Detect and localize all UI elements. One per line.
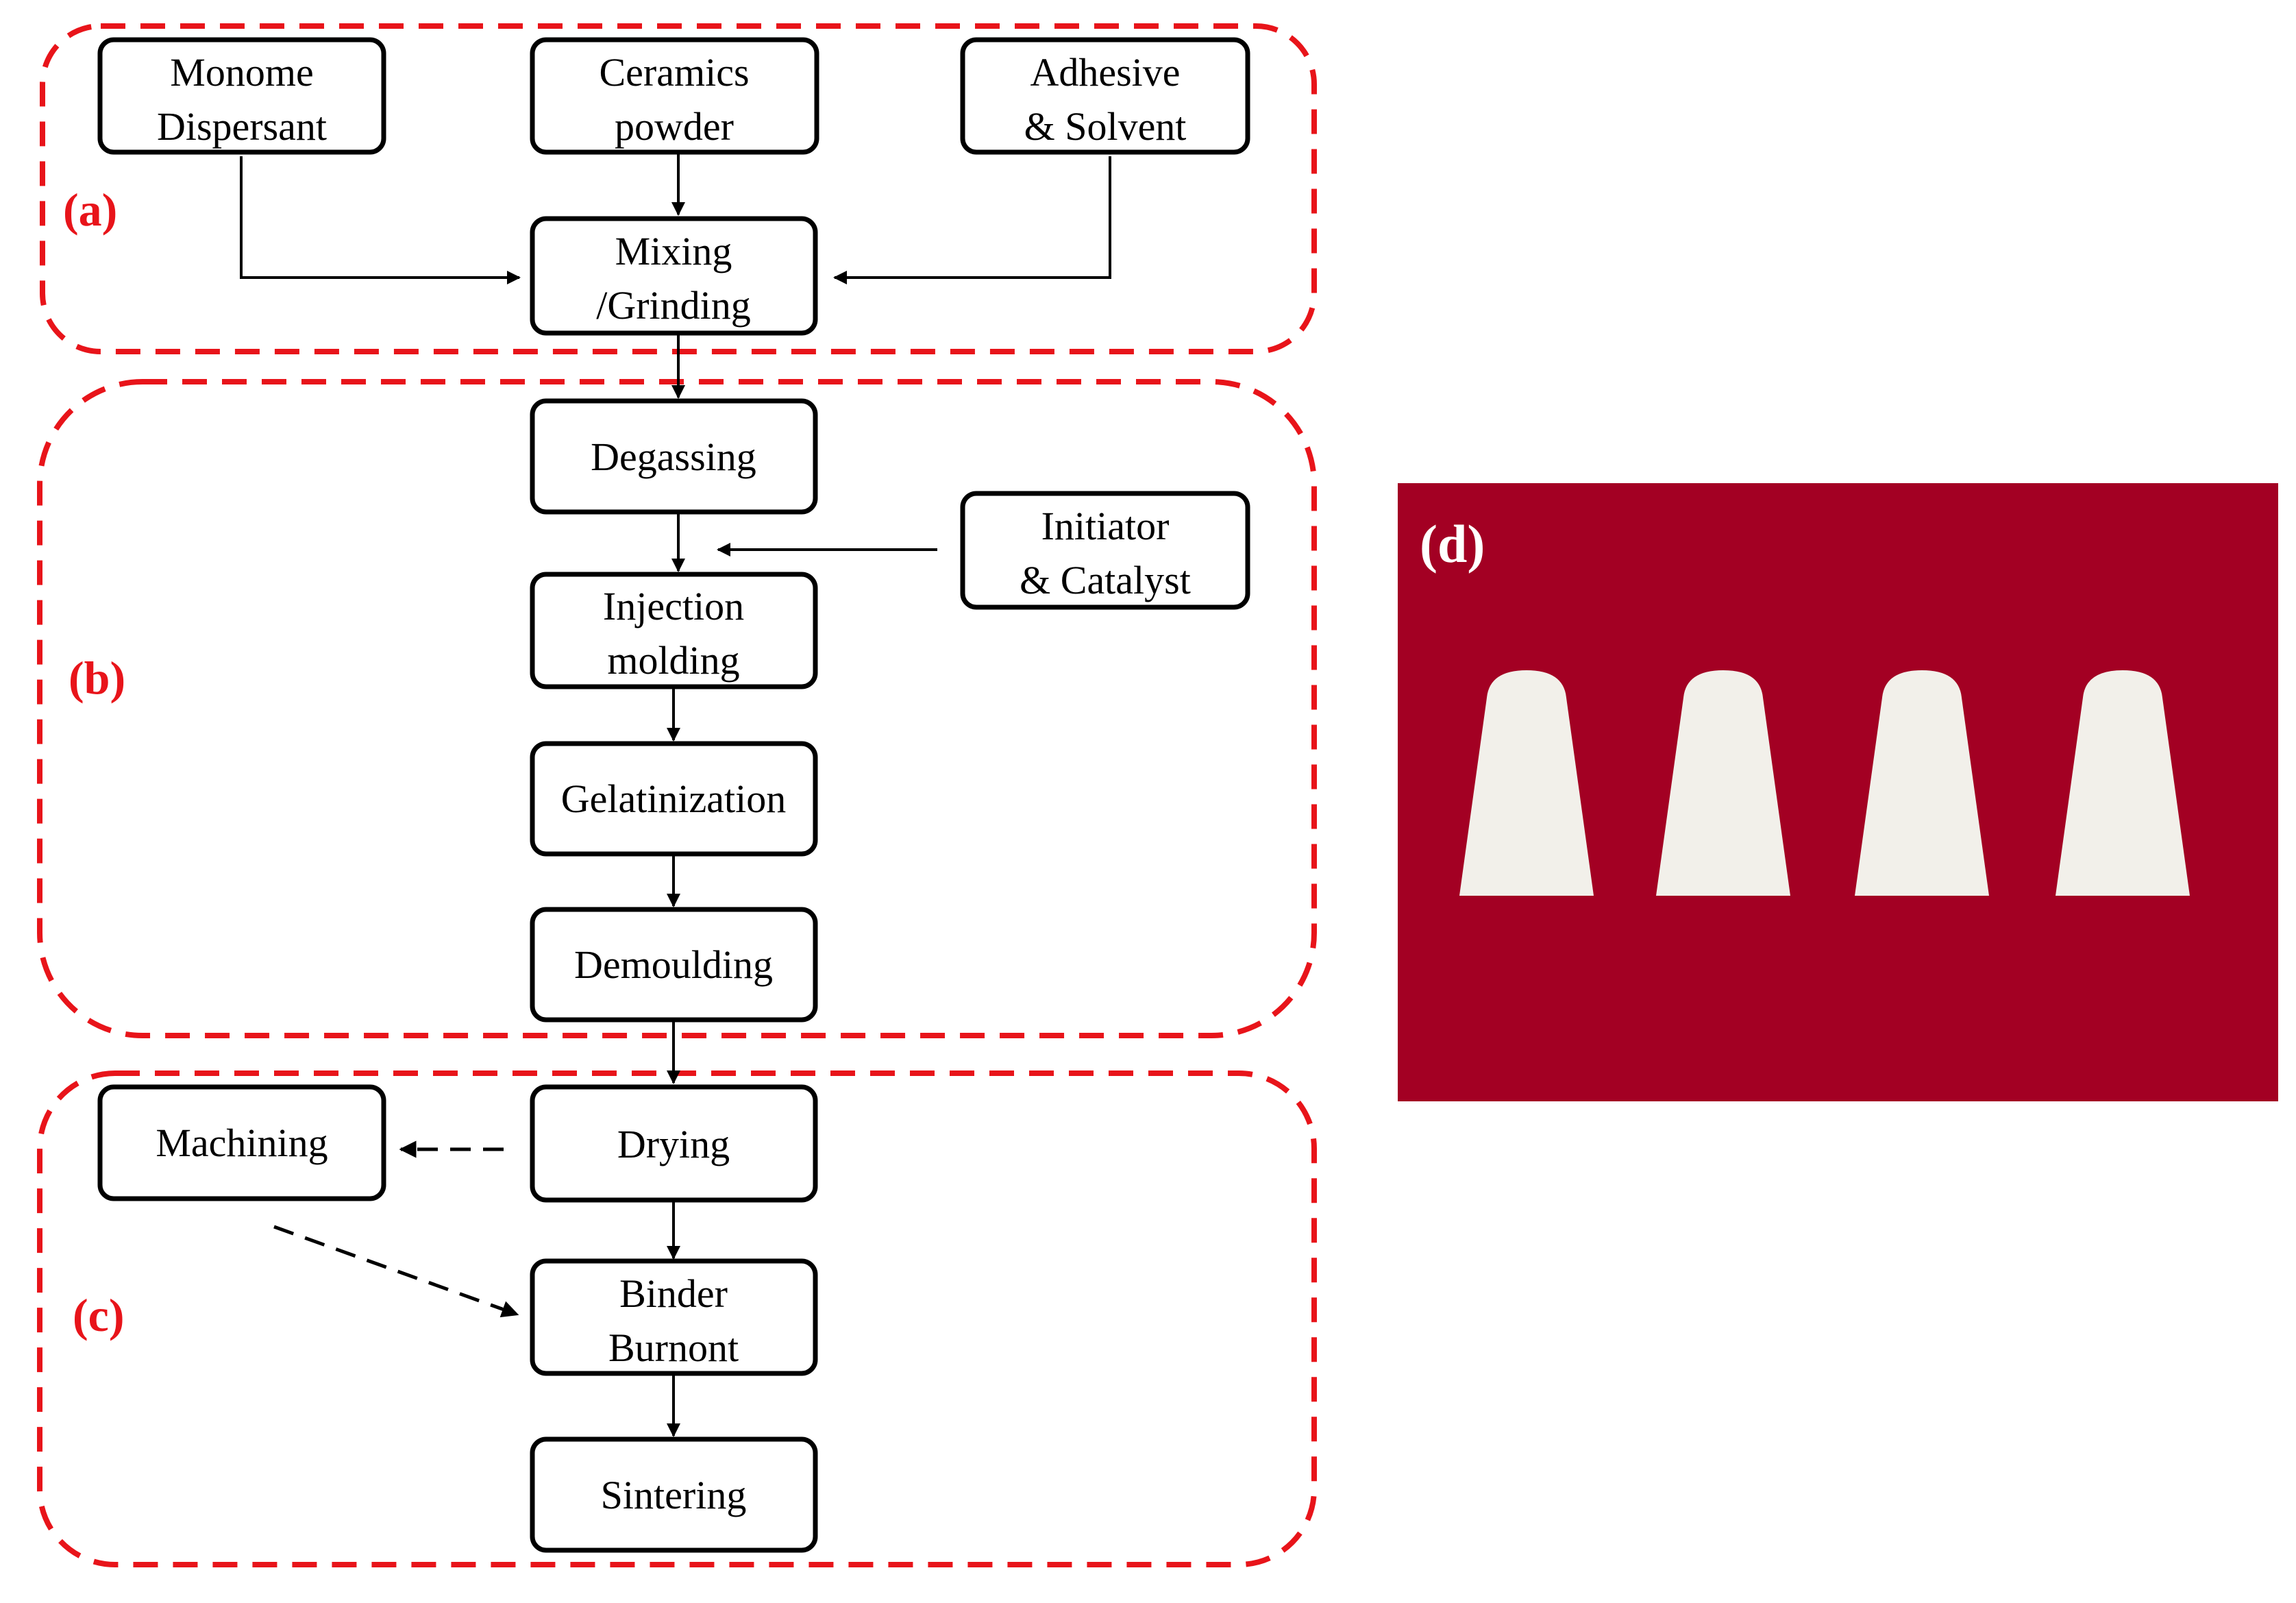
node-sintering: Sintering — [530, 1436, 818, 1553]
svg-text:Adhesive: Adhesive — [1030, 50, 1180, 95]
section-label-a: (a) — [63, 184, 117, 236]
svg-text:Drying: Drying — [617, 1122, 730, 1166]
svg-text:Monome: Monome — [170, 50, 313, 95]
photo-panel-d: (d) — [1398, 483, 2278, 1101]
svg-text:molding: molding — [607, 638, 739, 683]
svg-text:Binder: Binder — [619, 1271, 728, 1316]
ceramic-cones — [1459, 670, 2190, 896]
node-machining: Machining — [97, 1084, 386, 1201]
svg-text:Degassing: Degassing — [591, 435, 756, 479]
svg-text:/Grinding: /Grinding — [596, 283, 751, 328]
arrow-adhesive-to-mixing — [833, 156, 1111, 284]
section-label-b: (b) — [69, 652, 125, 704]
svg-text:Initiator: Initiator — [1041, 504, 1170, 548]
svg-text:& Catalyst: & Catalyst — [1020, 558, 1191, 602]
ceramic-cone — [1656, 670, 1790, 896]
node-demoulding: Demoulding — [530, 907, 818, 1023]
svg-text:Burnont: Burnont — [608, 1325, 739, 1370]
section-label-c: (c) — [73, 1289, 124, 1341]
node-degassing: Degassing — [530, 398, 818, 515]
ceramic-cone — [1855, 670, 1989, 896]
arrow-monome-to-mixing — [240, 156, 521, 284]
node-monome-dispersant: Monome Dispersant — [97, 37, 386, 155]
svg-text:Sintering: Sintering — [601, 1473, 747, 1517]
node-gelatinization: Gelatinization — [530, 741, 818, 857]
ceramic-cone — [2056, 670, 2190, 896]
svg-text:Machining: Machining — [156, 1121, 328, 1165]
node-adhesive-solvent: Adhesive & Solvent — [960, 37, 1250, 155]
svg-text:Dispersant: Dispersant — [157, 104, 327, 149]
svg-text:Demoulding: Demoulding — [574, 942, 773, 987]
dashed-arrow-machining-to-binder — [273, 1225, 519, 1318]
node-injection-molding: Injection molding — [530, 572, 818, 689]
svg-text:powder: powder — [615, 104, 734, 149]
node-binder-burnont: Binder Burnont — [530, 1258, 818, 1376]
svg-text:Mixing: Mixing — [615, 229, 732, 273]
svg-text:Gelatinization: Gelatinization — [561, 776, 787, 821]
node-drying: Drying — [530, 1084, 818, 1203]
node-mixing-grinding: Mixing /Grinding — [530, 216, 818, 336]
ceramic-cone — [1459, 670, 1594, 896]
svg-text:Injection: Injection — [603, 584, 744, 628]
node-initiator-catalyst: Initiator & Catalyst — [960, 491, 1250, 610]
svg-text:Ceramics: Ceramics — [599, 50, 749, 95]
svg-text:& Solvent: & Solvent — [1024, 104, 1187, 149]
node-ceramics-powder: Ceramics powder — [530, 37, 819, 155]
section-label-d: (d) — [1420, 514, 1485, 574]
